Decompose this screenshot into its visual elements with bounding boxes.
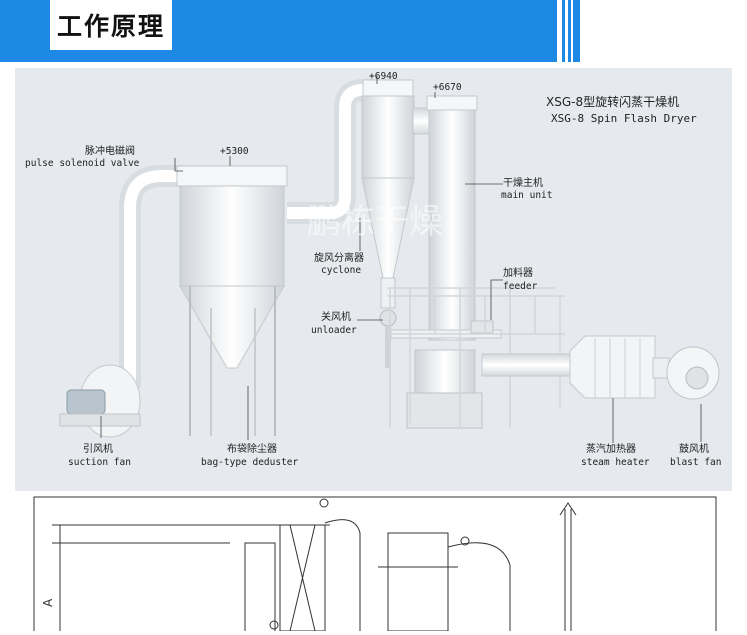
label-cyclone-cn: 旋风分离器 — [314, 251, 364, 264]
platform-railing — [387, 287, 565, 428]
label-feeder-en: feeder — [503, 281, 538, 292]
label-main-unit-cn: 干燥主机 — [503, 176, 543, 189]
label-cyclone-en: cyclone — [321, 265, 361, 276]
label-pulse-valve-cn: 脉冲电磁阀 — [85, 144, 135, 157]
process-diagram-panel: 鹏栋干燥 XSG-8型旋转闪蒸干燥机 XSG-8 Spin Flash Drye… — [15, 68, 732, 491]
elevation-cyclone: +6940 — [369, 71, 398, 82]
label-deduster-en: bag-type deduster — [201, 457, 299, 468]
bag-deduster — [176, 165, 288, 436]
leader-lines — [100, 76, 702, 443]
header-stripe — [557, 0, 562, 62]
technical-drawing-svg: A — [33, 496, 717, 635]
label-pulse-valve-en: pulse solenoid valve — [25, 158, 140, 169]
watermark: 鹏栋干燥 — [307, 202, 443, 242]
label-steam-heater-cn: 蒸汽加热器 — [586, 442, 636, 455]
axis-letter: A — [41, 598, 55, 607]
label-suction-fan-cn: 引风机 — [83, 442, 113, 455]
connecting-pipe — [287, 79, 377, 224]
label-deduster-cn: 布袋除尘器 — [227, 442, 277, 455]
label-steam-heater-en: steam heater — [581, 457, 650, 468]
header-stripe — [565, 0, 568, 62]
header-stripe — [571, 0, 573, 62]
header-bar: 工作原理 — [0, 0, 580, 62]
blast-fan — [652, 346, 720, 400]
technical-drawing: A — [30, 495, 720, 635]
label-blast-fan-cn: 鼓风机 — [679, 442, 709, 455]
diagram-title-cn: XSG-8型旋转闪蒸干燥机 — [546, 94, 679, 109]
label-blast-fan-en: blast fan — [670, 457, 721, 468]
process-diagram: 鹏栋干燥 XSG-8型旋转闪蒸干燥机 XSG-8 Spin Flash Drye… — [25, 71, 721, 468]
diagram-title-en: XSG-8 Spin Flash Dryer — [551, 112, 697, 125]
suction-fan — [59, 364, 141, 438]
elevation-deduster: +5300 — [220, 146, 249, 157]
elevation-main-unit: +6670 — [433, 82, 462, 93]
title-box: 工作原理 — [50, 0, 172, 50]
cyclone — [361, 79, 415, 368]
air-duct — [481, 353, 573, 377]
suction-pipe — [119, 165, 187, 388]
label-suction-fan-en: suction fan — [68, 457, 131, 468]
label-feeder-cn: 加料器 — [503, 266, 533, 279]
label-unloader-en: unloader — [311, 325, 357, 336]
label-unloader-cn: 关风机 — [321, 310, 351, 323]
steam-heater — [569, 335, 656, 399]
page-title: 工作原理 — [56, 12, 165, 41]
label-main-unit-en: main unit — [501, 190, 552, 201]
